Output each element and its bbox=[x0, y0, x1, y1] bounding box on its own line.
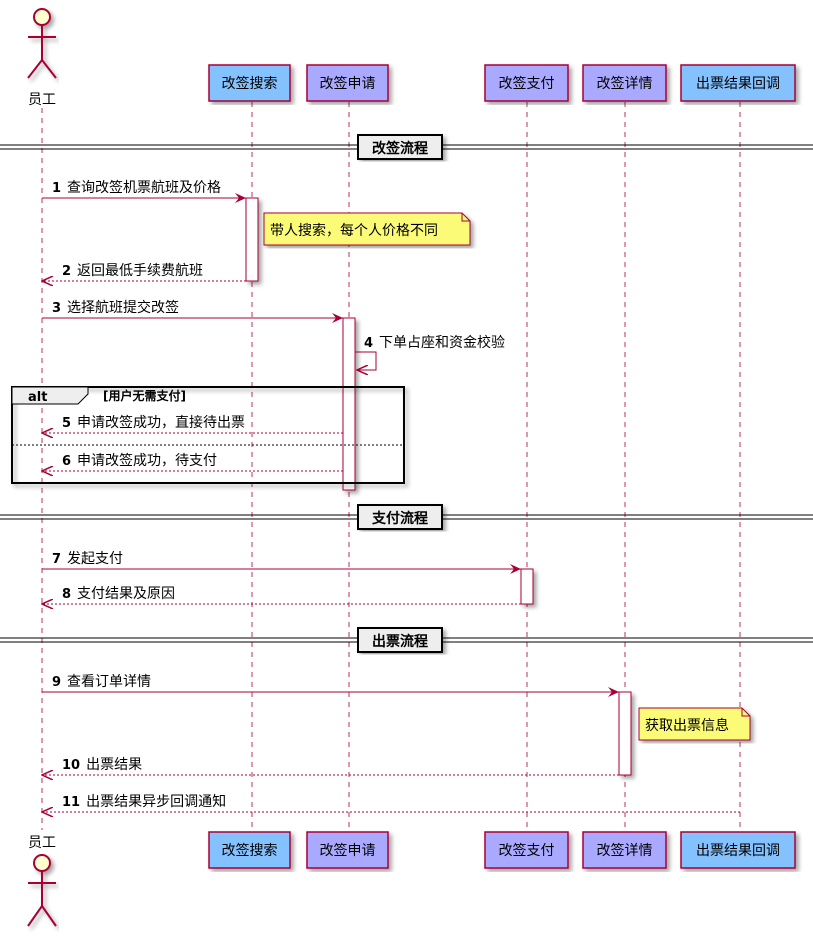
message-text: 下单占座和资金校验 bbox=[379, 334, 505, 351]
message-6: 6 申请改签成功，待支付 bbox=[42, 452, 343, 471]
message-text: 出票结果异步回调通知 bbox=[86, 793, 226, 810]
message-1: 1 查询改签机票航班及价格 bbox=[42, 179, 246, 203]
message-text: 申请改签成功，待支付 bbox=[77, 452, 217, 469]
message-number: 11 bbox=[62, 795, 80, 810]
section-separator: 支付流程 bbox=[0, 504, 813, 530]
message-4: 4 下单占座和资金校验 bbox=[355, 334, 505, 370]
message-number: 1 bbox=[52, 181, 61, 196]
message-text: 发起支付 bbox=[67, 551, 123, 567]
message-number: 10 bbox=[62, 758, 80, 773]
section-separator: 出票流程 bbox=[0, 627, 813, 653]
message-number: 4 bbox=[364, 336, 373, 351]
participant-label: 改签详情 bbox=[597, 75, 653, 92]
message-number: 8 bbox=[62, 587, 71, 602]
note-ticket bbox=[638, 707, 751, 741]
alt-guard: [用户无需支付] bbox=[103, 388, 186, 403]
message-11: 11 出票结果异步回调通知 bbox=[42, 793, 740, 812]
message-5: 5 申请改签成功，直接待出票 bbox=[42, 414, 343, 433]
actor-icon bbox=[27, 854, 57, 927]
participant-label: 改签申请 bbox=[320, 75, 376, 92]
note-text: 获取出票信息 bbox=[645, 717, 729, 734]
message-7: 7 发起支付 bbox=[42, 551, 521, 574]
message-2: 2 返回最低手续费航班 bbox=[42, 262, 246, 281]
message-9: 9 查看订单详情 bbox=[42, 674, 619, 697]
message-10: 10 出票结果 bbox=[42, 757, 619, 775]
participant-bottom: 出票结果回调 bbox=[680, 831, 796, 869]
separator-label: 改签流程 bbox=[372, 140, 428, 157]
message-number: 9 bbox=[52, 675, 61, 690]
participant-bottom: 改签支付 bbox=[484, 831, 569, 869]
participant-label: 改签支付 bbox=[499, 842, 555, 859]
message-text: 申请改签成功，直接待出票 bbox=[77, 414, 245, 431]
participant-label: 改签申请 bbox=[320, 842, 376, 859]
actor-label: 员工 bbox=[28, 92, 56, 108]
message-number: 3 bbox=[52, 301, 61, 316]
participant-label: 改签搜索 bbox=[222, 75, 278, 92]
actor-employee-top: 员工 bbox=[27, 8, 57, 108]
actor-label: 员工 bbox=[28, 835, 56, 851]
participant-bottom: 改签详情 bbox=[582, 831, 667, 869]
participant-bottom: 改签申请 bbox=[306, 831, 389, 869]
participant-top: 改签详情 bbox=[582, 64, 667, 102]
separator-label: 出票流程 bbox=[372, 633, 428, 650]
message-number: 6 bbox=[62, 454, 71, 469]
message-text: 选择航班提交改签 bbox=[67, 299, 179, 316]
participant-label: 改签详情 bbox=[597, 842, 653, 859]
alt-frame: alt [用户无需支付] bbox=[11, 386, 405, 484]
alt-keyword: alt bbox=[28, 390, 47, 405]
participant-top: 改签搜索 bbox=[208, 64, 291, 102]
message-text: 查看订单详情 bbox=[67, 674, 151, 690]
participant-label: 改签搜索 bbox=[222, 842, 278, 859]
section-separator: 改签流程 bbox=[0, 134, 813, 160]
participant-bottom: 改签搜索 bbox=[208, 831, 291, 869]
message-number: 7 bbox=[52, 552, 61, 567]
actor-employee-bottom: 员工 bbox=[27, 835, 57, 927]
actor-icon bbox=[27, 8, 57, 79]
message-text: 出票结果 bbox=[86, 757, 142, 773]
participant-top: 改签申请 bbox=[306, 64, 389, 102]
separator-label: 支付流程 bbox=[371, 510, 428, 527]
note-search bbox=[263, 212, 471, 246]
note-text: 带人搜索，每个人价格不同 bbox=[270, 222, 438, 239]
message-text: 返回最低手续费航班 bbox=[77, 262, 203, 279]
message-8: 8 支付结果及原因 bbox=[42, 586, 521, 604]
message-text: 查询改签机票航班及价格 bbox=[67, 179, 221, 196]
activations bbox=[245, 197, 632, 776]
participant-label: 出票结果回调 bbox=[696, 76, 780, 92]
participant-label: 出票结果回调 bbox=[696, 843, 780, 859]
participant-top: 改签支付 bbox=[484, 64, 569, 102]
participant-label: 改签支付 bbox=[499, 75, 555, 92]
message-text: 支付结果及原因 bbox=[77, 586, 175, 602]
participant-top: 出票结果回调 bbox=[680, 64, 796, 102]
message-number: 2 bbox=[62, 264, 71, 279]
message-number: 5 bbox=[62, 416, 71, 431]
message-3: 3 选择航班提交改签 bbox=[42, 299, 343, 323]
